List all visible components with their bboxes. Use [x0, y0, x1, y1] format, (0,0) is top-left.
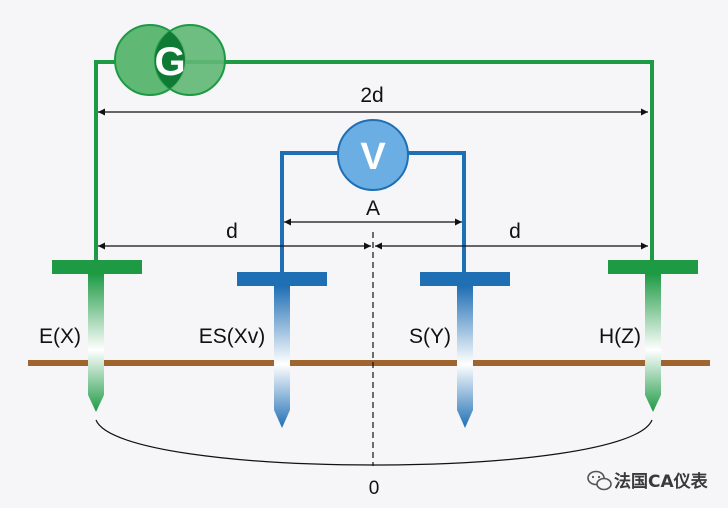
- generator-symbol: G: [154, 40, 185, 84]
- current-circuit-wire: [94, 60, 654, 262]
- dimension-a-label: A: [366, 197, 380, 220]
- bottom-arc: [95, 419, 653, 466]
- dimension-2d-label: 2d: [360, 84, 383, 107]
- watermark: 法国CA仪表: [587, 470, 709, 492]
- electrode-s: [420, 272, 510, 428]
- dimension-d-right-label: d: [509, 220, 521, 243]
- electrode-es: [237, 272, 327, 428]
- wechat-icon: [587, 470, 612, 491]
- electrode-s-label: S(Y): [409, 325, 451, 348]
- watermark-text: 法国CA仪表: [614, 471, 709, 492]
- electrode-e: [52, 260, 142, 412]
- origin-label: 0: [369, 478, 380, 499]
- electrode-es-label: ES(Xv): [199, 325, 266, 348]
- electrode-h: [608, 260, 698, 412]
- electrode-h-label: H(Z): [599, 325, 641, 348]
- voltmeter-icon: V: [337, 119, 409, 191]
- electrode-e-label: E(X): [39, 325, 81, 348]
- generator-icon: G: [114, 24, 226, 96]
- voltmeter-symbol: V: [360, 136, 386, 178]
- dimension-d-left-label: d: [226, 220, 238, 243]
